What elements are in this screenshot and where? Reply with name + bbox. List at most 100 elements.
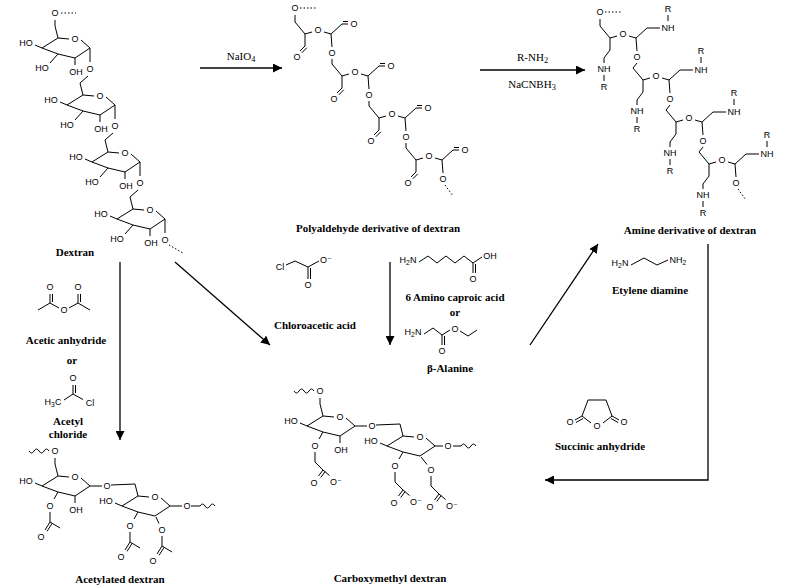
reagent-label: Acetic anhydride [26, 334, 106, 347]
text-run: O [368, 421, 375, 431]
atom-label: Cl [276, 262, 285, 272]
link-bond [406, 143, 407, 148]
atom-label: O [593, 421, 600, 431]
atom-label: O [146, 205, 153, 215]
text-run: O [351, 67, 358, 77]
atom-label: O [126, 521, 133, 531]
text-run: Dextran [56, 246, 95, 258]
text-run: O [328, 48, 335, 58]
atom-label: O [86, 64, 93, 74]
atom-label: O [69, 373, 76, 383]
unit-bonds [332, 64, 385, 95]
oxidized-unit [332, 64, 385, 107]
acetyl-chloride-bonds [64, 385, 83, 400]
text-run: OH [94, 124, 108, 134]
text-run: O [37, 532, 44, 542]
text-run: R [731, 88, 738, 98]
text-run: O [391, 461, 398, 471]
text-run: O [71, 34, 78, 44]
carboxymethyl-structure [294, 389, 476, 502]
ring-bonds [42, 464, 90, 496]
dotted-bond [605, 12, 621, 13]
text-run: OH [144, 238, 158, 248]
atom-label: O [183, 501, 190, 511]
carboxymethyl-bonds [395, 472, 410, 498]
text-run: HO [99, 496, 113, 506]
atom-label: O [461, 145, 468, 155]
acetylated-structure [29, 449, 215, 555]
text-run: O⁻ [446, 501, 458, 511]
wavy-bond [200, 504, 215, 508]
text-run: O [121, 148, 128, 158]
atom-label: HO [110, 234, 124, 244]
atom-label: O [718, 155, 725, 165]
reagent-label: or [450, 306, 460, 319]
atom-label: O [311, 441, 318, 451]
wavy-bond [294, 389, 314, 393]
atom-label: R [731, 88, 738, 98]
succinic-bonds [575, 400, 619, 423]
text-run: O [330, 94, 337, 104]
compound-node: Carboxymethyl dextran [255, 345, 545, 588]
text-run: O [416, 432, 423, 442]
text-run: OH [483, 251, 497, 261]
caproic-bonds [419, 256, 482, 273]
reagent-label: or [67, 354, 77, 367]
chloroacetic-bonds [286, 261, 319, 279]
ring-bonds [122, 484, 170, 516]
ring-bonds [92, 140, 140, 172]
text-run: O [316, 386, 323, 396]
text-run: O [439, 174, 446, 184]
ring-bonds [307, 404, 355, 436]
text-run: HO [19, 476, 33, 486]
glucose-ring [35, 13, 90, 83]
atom-label: O [71, 472, 78, 482]
atom-label: R [700, 208, 707, 218]
text-run: N [622, 258, 629, 268]
wavy-bond [461, 444, 476, 448]
atom-label: R [698, 46, 705, 56]
glucose-ring [294, 389, 400, 478]
atom-label: O [328, 48, 335, 58]
text-run: HO [364, 436, 378, 446]
text-run: NH [664, 148, 677, 158]
atom-label: O [316, 386, 323, 396]
glucose-ring [85, 140, 140, 197]
atom-label: O [388, 109, 395, 119]
acetyl-bonds [157, 536, 172, 555]
atom-label: NH [664, 148, 677, 158]
dotted-bond [300, 8, 316, 9]
atom-label: OH [69, 505, 83, 515]
atom-label: NH [728, 107, 741, 117]
atom-label: O [699, 136, 706, 146]
atom-label: NH [662, 23, 675, 33]
atom-label: O [390, 498, 397, 508]
subscript: 2 [618, 262, 622, 269]
link-bond [295, 15, 332, 64]
text-run: OH [119, 181, 133, 191]
text-run: H [405, 327, 412, 337]
atom-label: HO [19, 38, 33, 48]
substituent-bonds [35, 458, 135, 503]
text-run: OH [334, 445, 348, 455]
text-run: R [764, 130, 771, 140]
text-run: O [350, 19, 357, 29]
text-run: O [424, 103, 431, 113]
acetyl-bonds [125, 532, 140, 551]
text-run: O [425, 151, 432, 161]
atom-label: O [416, 432, 423, 442]
atom-label: OH [69, 67, 83, 77]
text-run: O [46, 501, 53, 511]
text-run: O [387, 61, 394, 71]
atom-label: O [732, 178, 739, 188]
text-run: Cl [86, 398, 95, 408]
glucose-ring [380, 424, 476, 502]
text-run: H [612, 258, 619, 268]
text-run: NH [695, 65, 708, 75]
text-run: O [469, 274, 476, 284]
text-run: HO [284, 416, 298, 426]
text-run: O [620, 417, 627, 427]
text-run: O [652, 71, 659, 81]
text-run: Acetyl chloride [49, 415, 88, 440]
atom-label: O [117, 552, 124, 562]
